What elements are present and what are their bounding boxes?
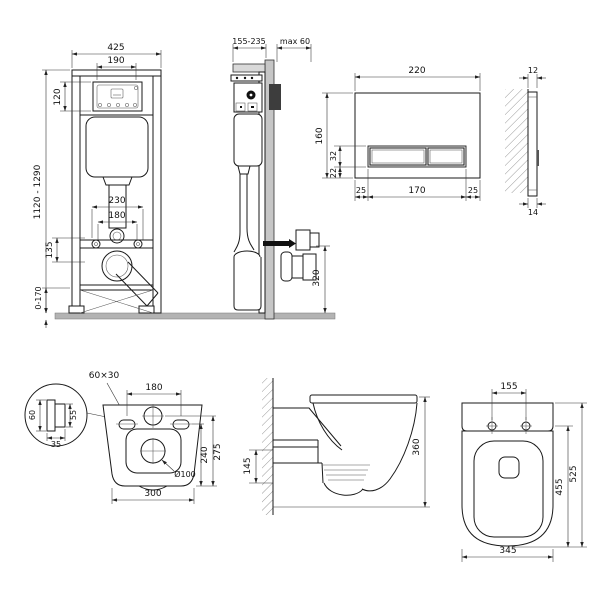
bowl-front-profile [361,402,418,492]
dim-drain-span: 180 [108,211,125,221]
dim-fixing-span: 230 [108,196,125,206]
bowl-drain-top [498,456,520,479]
dim-drain-diameter: Ø100 [174,469,196,479]
flush-plate-front-view: 220 160 32 22 25 170 25 [315,66,481,201]
label-slot-size: 60×30 [89,371,120,381]
wall-hatch-side [262,378,273,515]
dim-buttons-width: 170 [408,186,425,196]
dim-plate-height: 160 [315,127,325,144]
bowl-bottom-curve [323,482,364,496]
bowl-top-view: 155 455 525 345 [461,382,587,562]
mount-slot-left [118,419,136,430]
plate-side-profile [527,91,538,197]
outlet-pipe [302,253,317,281]
dim-margin-right: 25 [468,186,478,195]
bracket-plate [230,74,263,82]
frame-side-view: 155-235 max 60 320 [230,37,330,320]
outlet-flange [280,251,293,282]
bowl-back-profile [312,402,343,451]
flush-pipe-front [108,184,127,229]
dim-frame-width: 425 [107,43,124,53]
dim-seat-hole-span: 155 [500,382,517,392]
dim-body-depth: 455 [555,478,565,495]
frame-front-view: 425 190 120 1120 - 1290 230 180 135 0-17… [33,43,162,328]
inlet-fitting [295,229,311,251]
bowl-side-view: 145 360 [243,378,430,515]
seat-lid-profile [309,394,418,404]
outlet-bump [138,485,168,491]
wall-hatch [505,89,528,193]
frame-right-rail [152,69,162,314]
mount-slot-right [172,419,190,430]
plate-button-bump [537,150,539,166]
slot-section-outer [46,399,56,432]
dim-bowl-top-width: 345 [499,546,516,556]
frame-back-rail-side [258,71,266,314]
small-flush-button [427,147,465,166]
water-inlet-front [109,228,125,244]
dim-finish-max: max 60 [280,37,310,46]
frame-foot-left [68,305,85,314]
slot-section-inner [54,403,66,428]
dim-feet-range: 0-170 [34,286,43,309]
dim-plate-thickness-bottom: 14 [528,208,538,217]
threaded-rod [263,241,289,246]
cistern-neck [102,176,133,186]
outlet-front [101,250,133,282]
seat-opening [473,440,544,538]
dim-rim-height: 145 [243,457,253,474]
dim-slot-inner: 55 [69,410,78,420]
dim-total-depth: 525 [569,465,579,482]
plate-housing-dark [269,84,281,110]
bowl-rear-outline [102,404,203,487]
dim-slot-depth: 35 [51,440,61,449]
dim-drain-offset: 240 [200,446,210,463]
fixing-left [91,239,101,249]
tank-top [461,402,554,432]
frame-top-crossbar [71,69,162,77]
dim-margin-left: 25 [356,186,366,195]
dim-bracket-offset: 135 [45,241,55,258]
cistern-side [233,113,263,167]
filling-valve [110,88,124,99]
dim-slot-outer: 60 [28,410,37,420]
big-flush-button [369,147,427,166]
dim-inlet-offset: 275 [213,443,223,460]
detail-circle [24,383,88,447]
dim-button-height: 32 [329,151,338,161]
bowl-body-top [461,430,554,547]
dim-outlet-height: 320 [312,269,322,286]
dim-opening-width: 190 [107,56,124,66]
flush-plate-side-view: 12 14 [505,66,546,217]
flush-pipe-side [233,174,241,253]
dim-frame-height-range: 1120 - 1290 [33,164,43,219]
dim-bowl-depth-side: 360 [412,438,422,455]
dim-opening-height: 120 [53,88,63,105]
cistern-front [85,116,149,178]
back-bracket [273,407,342,447]
outlet-elbow-side [233,257,262,311]
dim-bowl-width: 300 [144,489,161,499]
frame-left-rail [71,69,81,314]
top-bracket [232,63,266,73]
floor-line [54,312,336,320]
fixing-right [133,239,143,249]
dim-hole-span: 180 [145,383,162,393]
dim-plate-width: 220 [408,66,425,76]
dim-plate-thickness-top: 12 [528,66,538,75]
dim-depth-range: 155-235 [232,37,265,46]
bowl-rear-view: 60 55 35 60×30 Ø100 180 240 275 3 [24,371,223,504]
dim-bottom-offset: 22 [329,168,338,178]
mounting-face [125,428,182,474]
